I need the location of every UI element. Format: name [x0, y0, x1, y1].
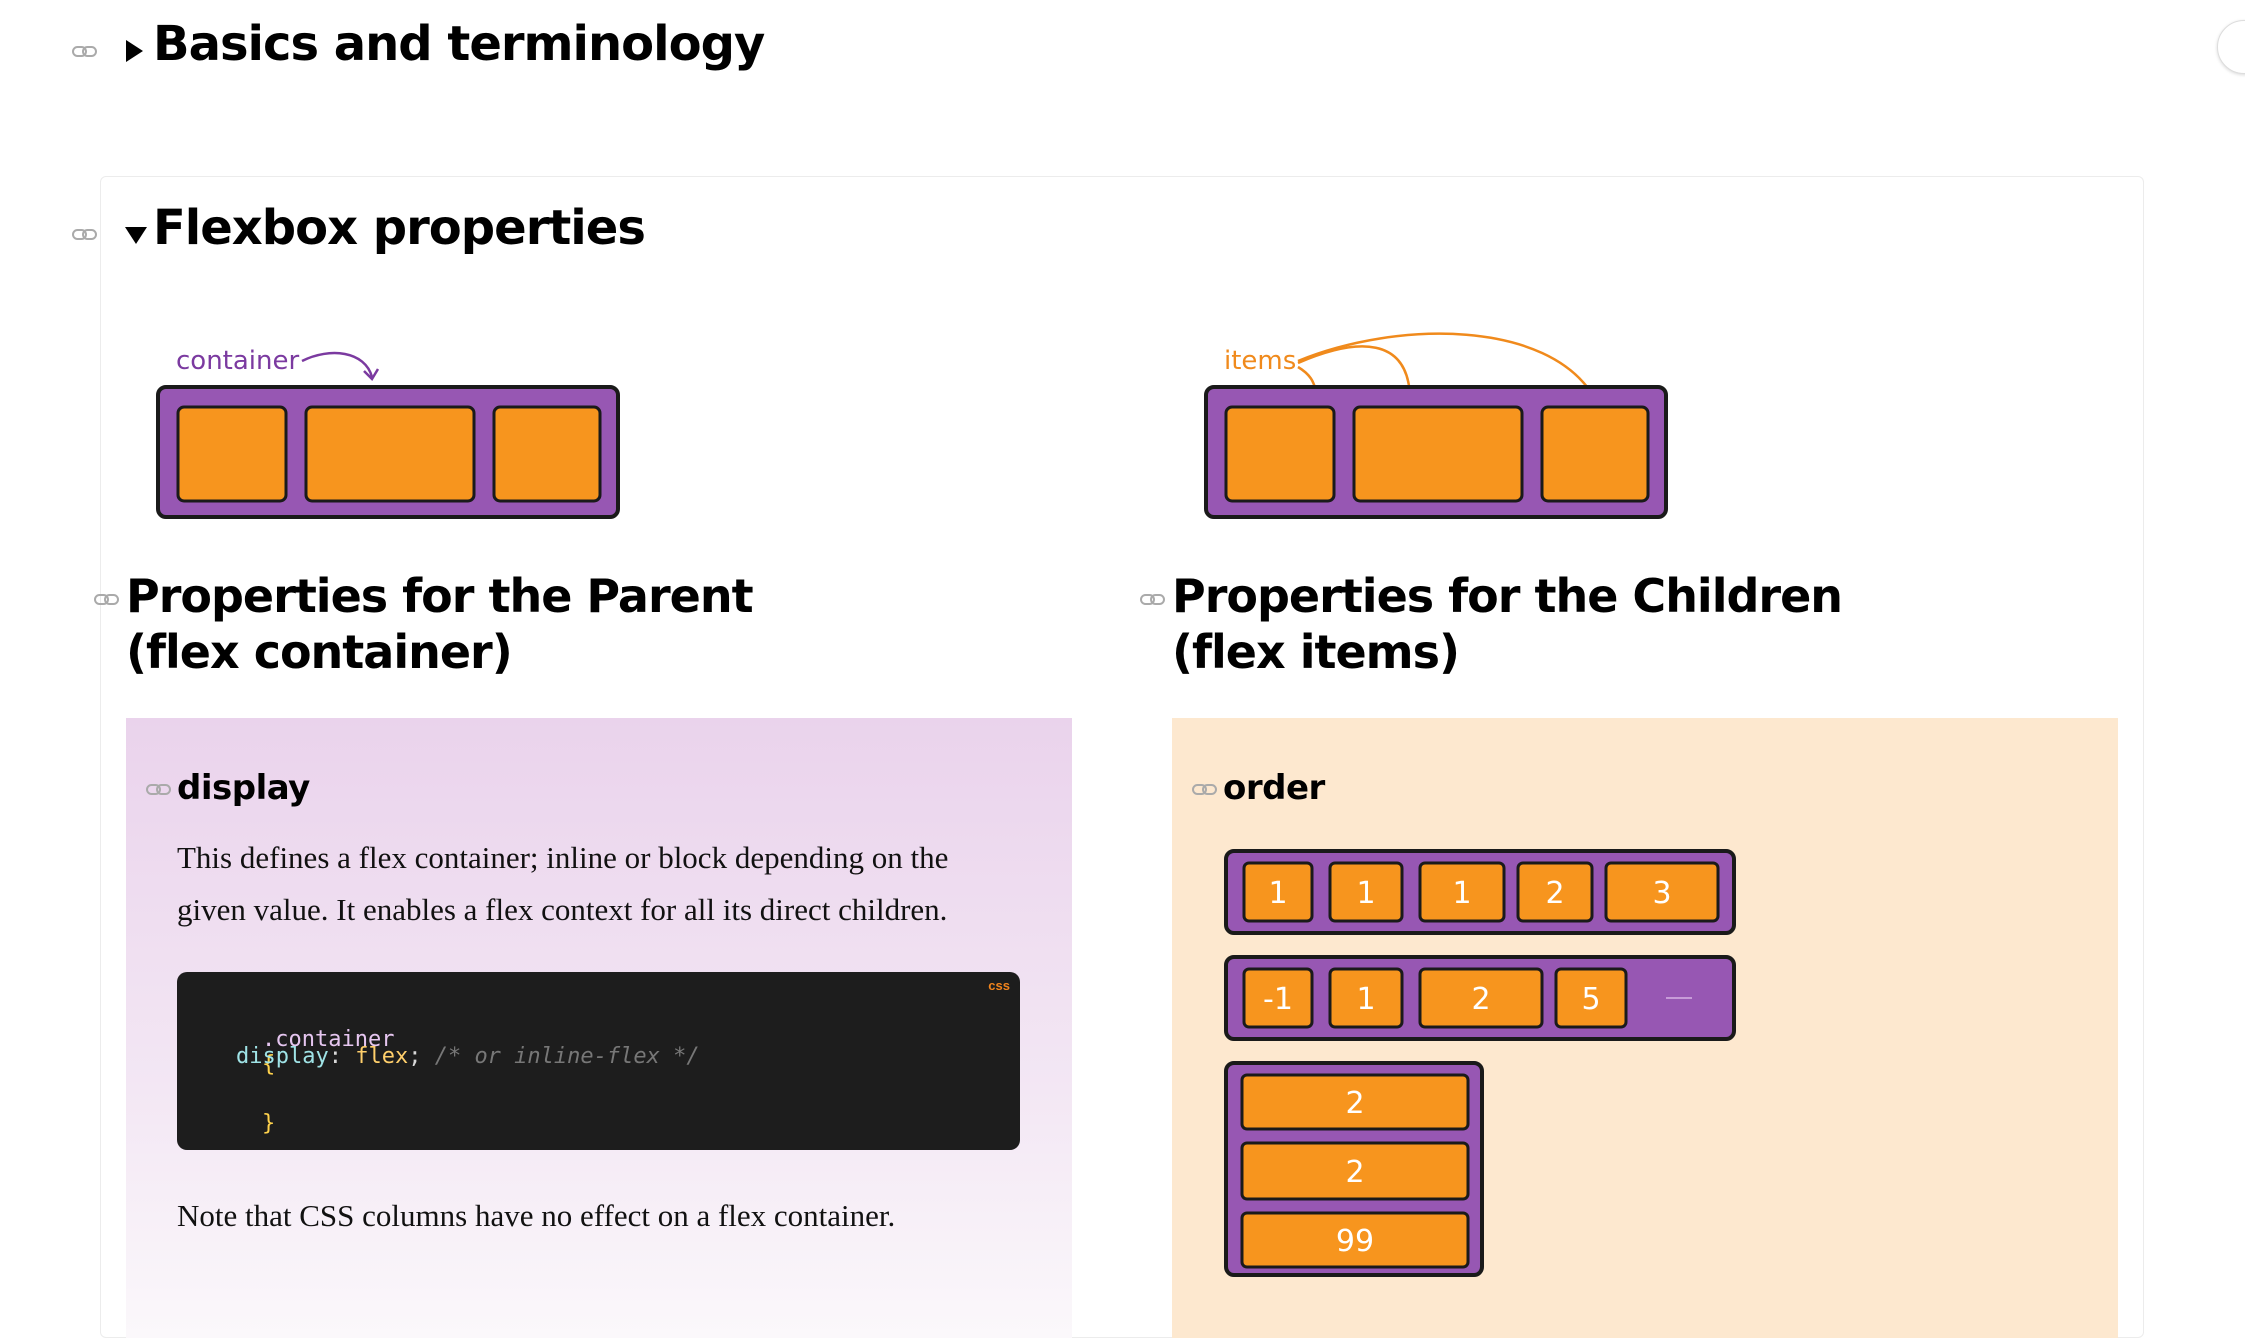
order-item-box — [1242, 967, 1314, 1029]
section-title-basics[interactable]: Basics and terminology — [153, 16, 765, 72]
flex-item-box — [1352, 405, 1524, 503]
code-property: display — [236, 1044, 329, 1069]
order-item-label: 3 — [1652, 876, 1671, 911]
code-semicolon: ; — [408, 1044, 422, 1069]
order-item-label: 1 — [1356, 982, 1375, 1017]
display-note: Note that CSS columns have no effect on … — [177, 1198, 896, 1233]
items-illustration: items — [1204, 332, 1668, 519]
link-icon[interactable] — [72, 227, 98, 243]
order-item-label: 5 — [1581, 982, 1600, 1017]
code-value: flex — [355, 1044, 409, 1069]
flex-item-box — [1540, 405, 1650, 503]
link-icon[interactable] — [94, 592, 120, 608]
display-title: display — [177, 768, 310, 808]
display-description-line2: given value. It enables a flex context f… — [177, 892, 948, 927]
order-item-box — [1418, 967, 1544, 1029]
children-heading-line1: Properties for the Children — [1172, 569, 1843, 623]
flex-item-box — [492, 405, 602, 503]
link-icon[interactable] — [72, 44, 98, 60]
order-item-box — [1328, 967, 1404, 1029]
curved-arrow-icon — [1297, 332, 1596, 398]
items-label: items — [1224, 346, 1296, 376]
code-block: css .container { display: flex; /* or in… — [177, 972, 1020, 1150]
order-item-box — [1604, 861, 1720, 923]
flex-item-box — [176, 405, 288, 503]
code-close-brace: } — [261, 1111, 276, 1136]
link-icon[interactable] — [1140, 592, 1166, 608]
parent-heading-line2: (flex container) — [126, 625, 513, 679]
link-icon[interactable] — [1192, 782, 1218, 798]
code-open-brace: { — [261, 1052, 276, 1077]
order-item-label: 1 — [1356, 876, 1375, 911]
code-language-badge: css — [988, 978, 1010, 993]
order-item-box — [1242, 861, 1314, 923]
link-icon[interactable] — [146, 782, 172, 798]
parent-heading: Properties for the Parent (flex containe… — [126, 568, 754, 680]
children-heading: Properties for the Children (flex items) — [1172, 568, 1843, 680]
container-label: container — [176, 346, 300, 376]
order-item-label: 1 — [1268, 876, 1287, 911]
flex-item-box — [304, 405, 476, 503]
code-colon: : — [328, 1044, 342, 1069]
order-item-label: -1 — [1263, 982, 1293, 1017]
container-illustration: container — [156, 346, 620, 519]
order-item-box — [1554, 967, 1628, 1029]
order-item-box — [1516, 861, 1594, 923]
children-heading-line2: (flex items) — [1172, 625, 1460, 679]
order-item-box — [1240, 1073, 1470, 1131]
order-illustration: 1 1 1 2 3 -1 1 2 5 2 2 99 — [1224, 849, 1736, 1277]
order-item-label: 2 — [1545, 876, 1564, 911]
scroll-button[interactable] — [2217, 20, 2245, 74]
order-title: order — [1223, 768, 1325, 808]
display-description: This defines a flex container; inline or… — [177, 832, 1017, 936]
order-item-label: 1 — [1452, 876, 1471, 911]
order-item-label: 2 — [1345, 1155, 1364, 1190]
flex-item-box — [1224, 405, 1336, 503]
order-item-box — [1418, 861, 1506, 923]
display-description-line1: This defines a flex container; inline or… — [177, 840, 949, 875]
curved-arrow-icon — [1297, 345, 1412, 398]
code-selector: .container — [261, 1027, 395, 1052]
order-item-box — [1240, 1211, 1470, 1269]
section-title-flexbox[interactable]: Flexbox properties — [153, 200, 646, 256]
triangle-down-icon[interactable] — [125, 227, 147, 244]
order-item-label: 99 — [1336, 1224, 1374, 1259]
code-comment: /* or inline-flex */ — [434, 1044, 700, 1069]
triangle-right-icon[interactable] — [126, 40, 143, 62]
order-item-box — [1328, 861, 1404, 923]
order-item-label: 2 — [1471, 982, 1490, 1017]
curved-arrow-icon — [301, 351, 374, 378]
parent-heading-line1: Properties for the Parent — [126, 569, 754, 623]
order-item-box — [1240, 1141, 1470, 1201]
order-item-label: 2 — [1345, 1086, 1364, 1121]
